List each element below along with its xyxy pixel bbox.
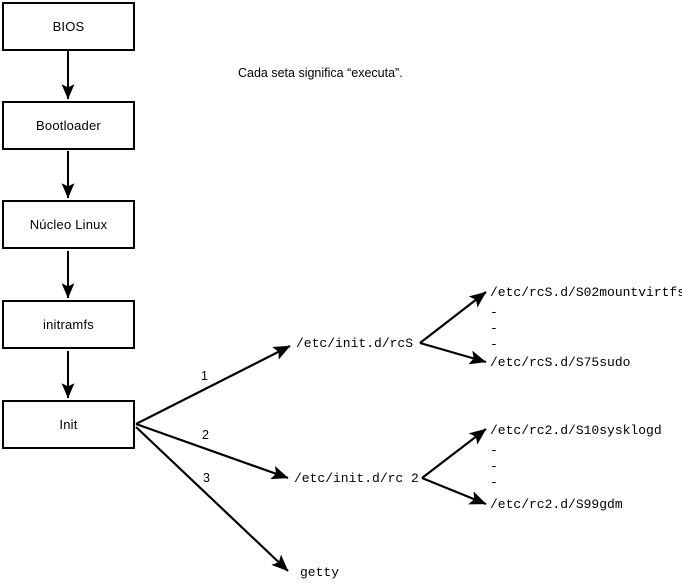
node-init-label: Init	[59, 417, 78, 432]
legend-note: Cada seta significa “executa”.	[238, 66, 403, 80]
rc2-last-script[interactable]: /etc/rc2.d/S99gdm	[490, 497, 623, 512]
arrow-rc2-to-last-script	[421, 476, 487, 506]
node-bios[interactable]: BIOS	[2, 2, 135, 51]
node-rc2-script[interactable]: /etc/init.d/rc 2	[294, 471, 419, 486]
node-bootloader-label: Bootloader	[36, 118, 101, 133]
arrow-rcs-to-first-script	[419, 291, 487, 344]
node-initramfs[interactable]: initramfs	[2, 300, 135, 349]
node-initramfs-label: initramfs	[43, 317, 94, 332]
arrow-init-to-rc2	[135, 422, 289, 480]
node-rcs-script[interactable]: /etc/init.d/rcS	[296, 336, 414, 351]
arrow-init-to-getty	[135, 426, 289, 572]
node-kernel[interactable]: Núcleo Linux	[2, 200, 135, 249]
rcs-last-script[interactable]: /etc/rcS.d/S75sudo	[490, 355, 631, 370]
branch-number-3: 3	[203, 471, 210, 485]
rc2-scripts-ellipsis: - - -	[490, 443, 498, 490]
rcs-first-script[interactable]: /etc/rcS.d/S02mountvirtfs	[490, 285, 682, 300]
arrow-init-to-rcs	[135, 345, 291, 425]
node-bootloader[interactable]: Bootloader	[2, 101, 135, 150]
arrow-rcs-to-last-script	[419, 341, 487, 365]
arrow-rc2-to-first-script	[421, 428, 487, 479]
branch-number-1: 1	[201, 369, 208, 383]
branch-number-2: 2	[202, 428, 209, 442]
node-kernel-label: Núcleo Linux	[29, 217, 108, 232]
rc2-first-script[interactable]: /etc/rc2.d/S10sysklogd	[490, 423, 662, 438]
node-getty[interactable]: getty	[300, 565, 340, 580]
node-init[interactable]: Init	[2, 400, 135, 449]
node-bios-label: BIOS	[52, 19, 85, 34]
rcs-scripts-ellipsis: - - -	[490, 305, 498, 352]
